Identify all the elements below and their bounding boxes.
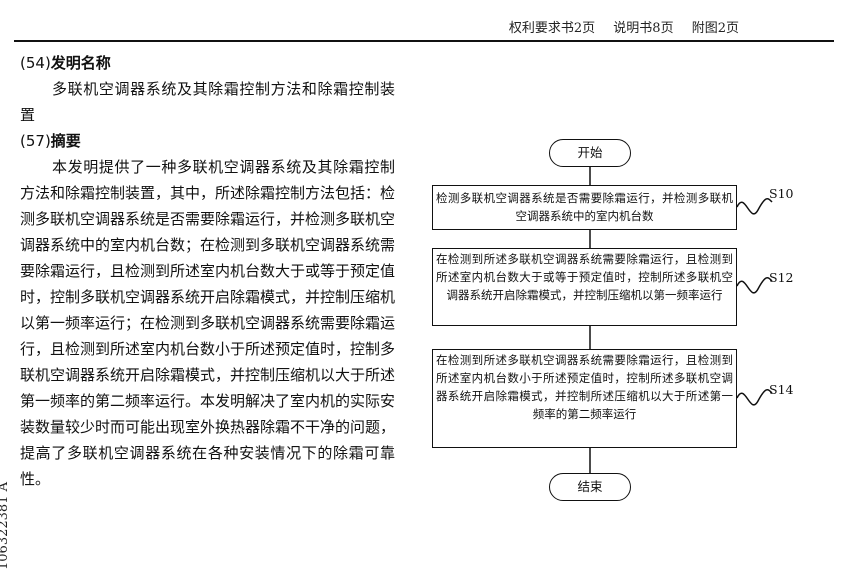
step-s12-label: S12 — [769, 270, 794, 285]
invention-title: 多联机空调器系统及其除霜控制方法和除霜控制装置 — [20, 80, 395, 124]
section-57-number: (57) — [20, 132, 51, 150]
abstract-text: 本发明提供了一种多联机空调器系统及其除霜控制方法和除霜控制装置，其中，所述除霜控… — [20, 158, 396, 488]
step-s12-box: 在检测到所述多联机空调器系统需要除霜运行，且检测到所述室内机台数大于或等于预定值… — [432, 248, 737, 326]
publication-number: 106322381 A — [0, 482, 11, 570]
step-s10-box: 检测多联机空调器系统是否需要除霜运行，并检测多联机空调器系统中的室内机台数 — [432, 185, 737, 230]
label-leader-s14 — [736, 389, 773, 406]
flowchart: 开始 检测多联机空调器系统是否需要除霜运行，并检测多联机空调器系统中的室内机台数… — [425, 130, 805, 510]
step-s10-label: S10 — [769, 186, 794, 201]
drawings-pages: 附图2页 — [691, 21, 739, 36]
flowchart-connectors — [589, 167, 773, 473]
claims-pages: 权利要求书2页 — [508, 21, 596, 36]
section-54-heading: (54)发明名称 — [20, 50, 395, 76]
end-node: 结束 — [549, 473, 631, 501]
label-leader-s10 — [736, 198, 773, 215]
header-rule — [14, 40, 834, 42]
section-57-heading: (57)摘要 — [20, 128, 395, 154]
step-s14-label: S14 — [769, 382, 794, 397]
document-header: 权利要求书2页 说明书8页 附图2页 — [495, 17, 739, 36]
start-node: 开始 — [549, 139, 631, 167]
step-s14-box: 在检测到所述多联机空调器系统需要除霜运行，且检测到所述室内机台数小于所述预定值时… — [432, 349, 737, 448]
abstract-column: (54)发明名称 多联机空调器系统及其除霜控制方法和除霜控制装置 (57)摘要 … — [20, 50, 395, 492]
section-54-number: (54) — [20, 54, 51, 72]
label-leader-s12 — [736, 277, 773, 294]
description-pages: 说明书8页 — [613, 21, 674, 36]
section-57-label: 摘要 — [50, 132, 81, 150]
section-54-label: 发明名称 — [50, 54, 111, 72]
